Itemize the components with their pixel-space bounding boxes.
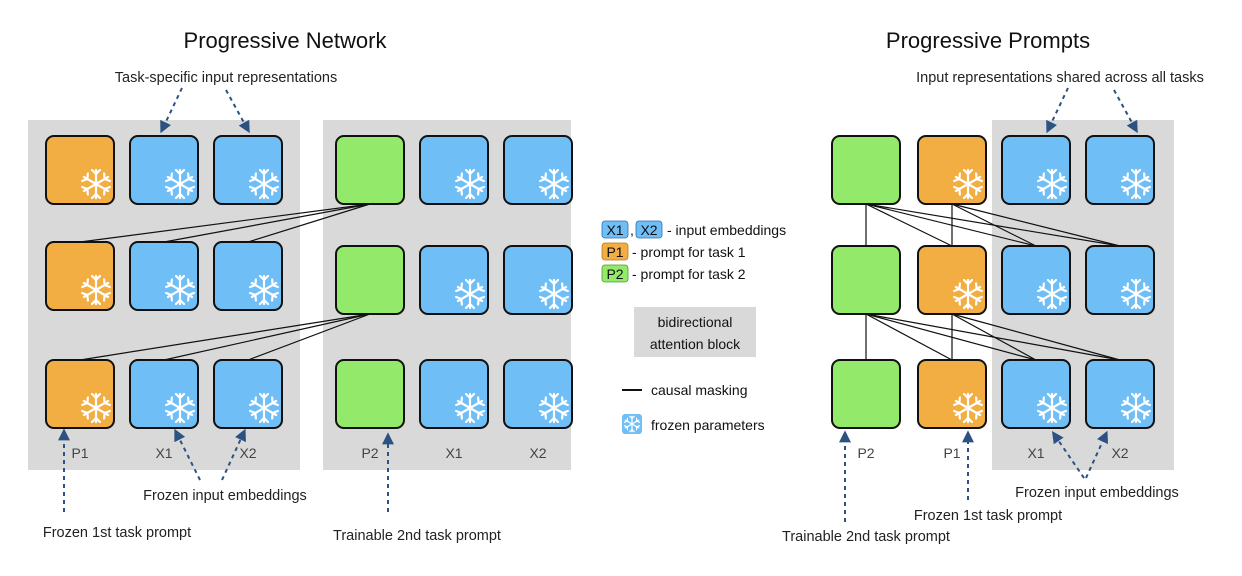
left-row-bottom	[45, 359, 573, 429]
right-row-middle	[831, 245, 1155, 315]
right-annotation-top: Input representations shared across all …	[916, 70, 1204, 86]
right-p2-box	[831, 359, 901, 429]
left-annotation-frozen-embeddings: Frozen input embeddings	[143, 488, 307, 504]
right-row-bottom	[831, 359, 1155, 429]
left-column-label: P1	[71, 445, 88, 461]
right-arrow-frozen-embedding-x2	[1085, 430, 1108, 479]
legend-x1-tag-bg	[601, 220, 629, 239]
left-arrow-frozen-embedding-x1	[174, 428, 201, 481]
legend-frozen-parameters: frozen parameters	[651, 417, 765, 433]
legend-attention-block-swatch	[634, 307, 756, 357]
legend-attention-block-line2: attention block	[650, 336, 741, 352]
legend-x2-tag-bg	[635, 220, 663, 239]
legend-p2-tag-bg	[601, 264, 629, 283]
right-arrow-frozen-embedding-x1	[1051, 431, 1085, 479]
legend-attention-block-line1: bidirectional	[658, 314, 733, 330]
legend: X1 , X2 - input embeddings P1 - prompt f…	[601, 220, 786, 434]
left-column-label: P2	[361, 445, 378, 461]
left-title: Progressive Network	[184, 28, 388, 53]
legend-p1-tag-bg	[601, 242, 629, 261]
legend-p2-text: - prompt for task 2	[632, 266, 746, 282]
legend-causal-masking: causal masking	[651, 382, 748, 398]
left-annotation-top: Task-specific input representations	[115, 70, 337, 86]
left-arrow-frozen-embedding-x2	[221, 428, 246, 481]
left-row-top	[45, 135, 573, 205]
right-column-label: X1	[1027, 445, 1044, 461]
right-column-label: P1	[943, 445, 960, 461]
left-annotation-trainable-prompt: Trainable 2nd task prompt	[333, 528, 501, 544]
right-p2-box	[831, 245, 901, 315]
right-p2-box	[831, 135, 901, 205]
left-p2-box	[335, 359, 405, 429]
right-column-label: X2	[1111, 445, 1128, 461]
right-annotation-frozen-embeddings: Frozen input embeddings	[1015, 485, 1179, 501]
right-annotation-trainable-prompt: Trainable 2nd task prompt	[782, 529, 950, 545]
right-column-label: P2	[857, 445, 874, 461]
left-column-label: X2	[239, 445, 256, 461]
right-row-top	[831, 135, 1155, 205]
left-column-label: X2	[529, 445, 546, 461]
legend-x2-tag: X2	[640, 222, 657, 238]
left-p2-box	[335, 135, 405, 205]
legend-p2-tag: P2	[606, 266, 623, 282]
legend-comma: ,	[630, 222, 634, 238]
legend-x1-tag: X1	[606, 222, 623, 238]
left-column-label: X1	[155, 445, 172, 461]
left-row-middle	[45, 241, 573, 315]
left-p2-box	[335, 245, 405, 315]
legend-input-embeddings: - input embeddings	[667, 222, 786, 238]
right-annotation-frozen-prompt: Frozen 1st task prompt	[914, 508, 1062, 524]
right-causal-connections	[865, 203, 1121, 361]
left-causal-connections	[79, 203, 371, 361]
left-annotation-frozen-prompt: Frozen 1st task prompt	[43, 525, 191, 541]
left-column-label: X1	[445, 445, 462, 461]
legend-p1-tag: P1	[606, 244, 623, 260]
right-title: Progressive Prompts	[886, 28, 1090, 53]
legend-p1-text: - prompt for task 1	[632, 244, 746, 260]
